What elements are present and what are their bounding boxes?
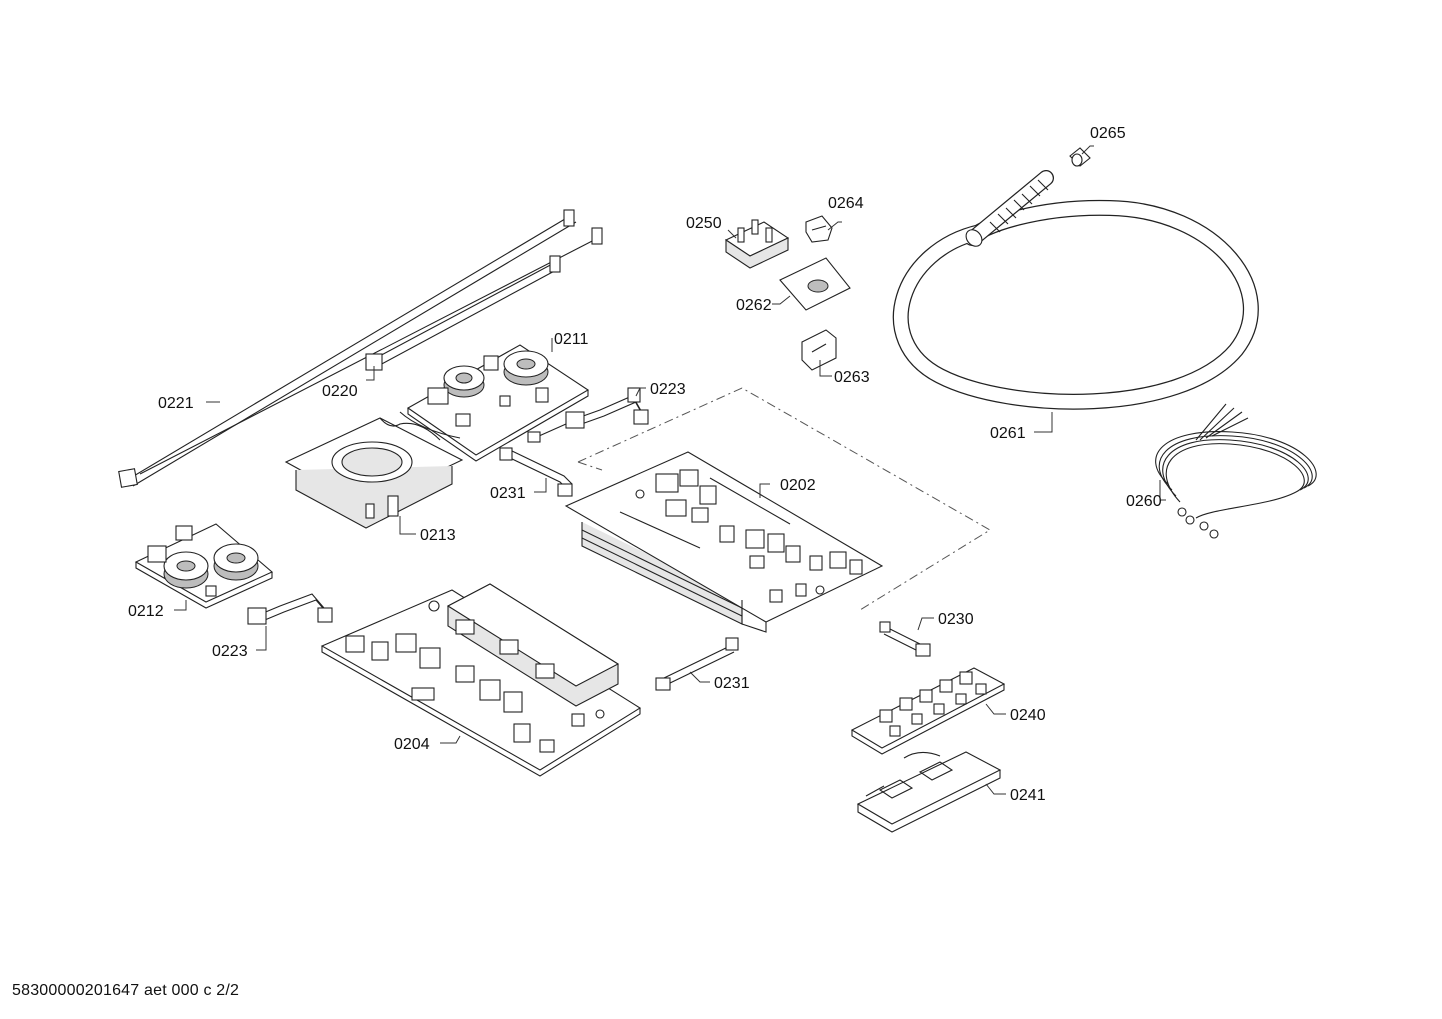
part-0260-wires	[1155, 403, 1317, 539]
label-0260: 0260	[1126, 493, 1162, 510]
label-0220: 0220	[322, 383, 358, 400]
label-0265: 0265	[1090, 125, 1126, 142]
part-0261-hose	[892, 170, 1259, 410]
label-0230: 0230	[938, 611, 974, 628]
part-0264-clip	[805, 215, 833, 243]
part-0221-cable	[118, 209, 603, 488]
label-0204: 0204	[394, 736, 430, 753]
drawing-number-footer: 58300000201647 aet 000 c 2/2	[12, 982, 240, 999]
part-0241-bracket	[856, 751, 1002, 833]
label-0221: 0221	[158, 395, 194, 412]
label-0212: 0212	[128, 603, 164, 620]
part-0223-lower-cable	[247, 593, 333, 625]
label-0250: 0250	[686, 215, 722, 232]
part-0204-board	[320, 583, 642, 777]
part-0250-holder	[724, 219, 790, 269]
part-0262-bracket	[779, 257, 851, 311]
part-0265-cap	[1069, 147, 1091, 167]
part-0263-bracket	[801, 329, 837, 371]
leader-lines	[174, 145, 1166, 795]
label-0263: 0263	[834, 369, 870, 386]
part-0220-cable	[365, 255, 561, 371]
part-0240-control-board	[850, 667, 1006, 755]
label-0261: 0261	[990, 425, 1026, 442]
label-0223-lower: 0223	[212, 643, 248, 660]
part-0231-lower-cable	[655, 637, 739, 691]
label-0240: 0240	[1010, 707, 1046, 724]
part-0231-upper-cable	[499, 423, 573, 497]
label-0231-upper: 0231	[490, 485, 526, 502]
part-0211-filter-board	[406, 344, 590, 462]
part-0212-filter-board	[134, 523, 274, 609]
label-0231-lower: 0231	[714, 675, 750, 692]
label-0211: 0211	[554, 331, 589, 348]
label-0202: 0202	[780, 477, 816, 494]
part-0230-connector	[879, 621, 931, 657]
label-0213: 0213	[420, 527, 456, 544]
part-labels: 0265 0264 0250 0262 0263 0211 0220 0221 …	[128, 125, 1162, 804]
part-0202-power-board	[564, 451, 884, 633]
label-0262: 0262	[736, 297, 772, 314]
label-0223-upper: 0223	[650, 381, 686, 398]
label-0264: 0264	[828, 195, 864, 212]
part-0213-fan	[284, 411, 464, 529]
part-0223-upper-cable	[565, 387, 649, 429]
assembly-outline	[577, 387, 991, 611]
label-0241: 0241	[1010, 787, 1046, 804]
